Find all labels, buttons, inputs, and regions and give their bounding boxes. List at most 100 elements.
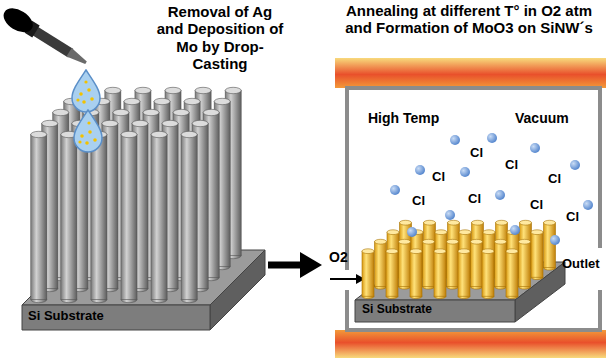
moo3-nanowire [519, 239, 531, 244]
left-si-substrate [22, 305, 210, 330]
moo3-nanowire [399, 239, 411, 244]
oxygen-inlet-arrow [330, 278, 357, 280]
silicon-nanowire [31, 131, 47, 137]
node-text: Outlet [562, 257, 600, 272]
silicon-nanowire [105, 87, 121, 93]
silicon-nanowire [181, 131, 197, 302]
moo3-nanowire [531, 230, 543, 280]
top-heater [335, 58, 606, 88]
moo3-nanowire [362, 251, 374, 296]
moo3-nanowire [375, 239, 387, 244]
droplet [72, 70, 100, 112]
annealing-furnace: Si SubstrateHigh TempVacuumOutlet [322, 58, 606, 358]
step-heading: Annealing at different T° in O2 atm and … [333, 2, 605, 37]
moo3-nanowire [483, 230, 495, 235]
moo3-nanowire [399, 242, 411, 287]
silicon-nanowire [61, 131, 77, 302]
chamber-wall [345, 290, 349, 330]
silicon-nanowire [124, 98, 140, 104]
chlorine-particle [407, 227, 417, 237]
droplet [88, 130, 92, 134]
species-label: Cl [470, 146, 483, 161]
silicon-nanowire [31, 131, 47, 302]
moo3-nanowire [434, 249, 446, 299]
droplet [82, 100, 86, 104]
gas-label: O2 [329, 249, 348, 265]
chlorine-particle [530, 143, 540, 153]
moo3-nanowire-array: Si Substrate [352, 225, 568, 325]
moo3-nanowire [434, 251, 446, 296]
moo3-nanowire [531, 230, 543, 235]
droplet [76, 80, 93, 103]
chlorine-particle [570, 160, 580, 170]
silicon-nanowire [214, 98, 230, 104]
moo3-nanowire [362, 249, 374, 254]
silicon-nanowire [162, 120, 178, 126]
chlorine-particle [583, 200, 593, 210]
pipette [66, 48, 88, 67]
silicon-nanowire [195, 87, 211, 93]
silicon-nanowire [225, 87, 241, 93]
silicon-nanowire [31, 135, 47, 300]
moo3-nanowire [447, 239, 459, 244]
droplet [79, 92, 83, 96]
moo3-nanowire [386, 249, 398, 299]
moo3-nanowire [387, 230, 399, 235]
moo3-nanowire [448, 220, 460, 225]
species-label: Cl [412, 194, 425, 209]
species-label: Cl [505, 158, 518, 173]
moo3-nanowire [482, 251, 494, 296]
moo3-nanowire [471, 239, 483, 289]
silicon-nanowire [181, 135, 197, 300]
droplet [80, 134, 84, 138]
oxygen-inlet-arrow [330, 274, 365, 284]
droplet [85, 141, 89, 145]
chamber-wall [345, 86, 602, 90]
moo3-nanowire [447, 242, 459, 287]
silicon-nanowire [53, 109, 69, 115]
silicon-nanowire [132, 120, 148, 126]
silicon-nanowire [203, 109, 219, 115]
chlorine-particle [495, 190, 505, 200]
moo3-nanowire [423, 239, 435, 244]
silicon-nanowire [173, 109, 189, 115]
species-label: Cl [530, 198, 543, 213]
silicon-nanowire [91, 135, 107, 300]
moo3-nanowire [399, 239, 411, 289]
moo3-nanowire [458, 249, 470, 254]
moo3-nanowire [410, 251, 422, 296]
moo3-nanowire [423, 242, 435, 287]
chamber-wall [345, 328, 602, 332]
silicon-nanowire [121, 135, 137, 300]
moo3-nanowire [531, 232, 543, 277]
moo3-nanowire [472, 220, 484, 225]
silicon-nanowire [113, 109, 129, 115]
chlorine-particle [390, 185, 400, 195]
moo3-nanowire [544, 220, 556, 270]
silicon-nanowire [181, 131, 197, 137]
silicon-nanowire [143, 109, 159, 115]
pipette [32, 27, 73, 58]
chlorine-particle [445, 210, 455, 220]
bottom-heater [335, 330, 606, 358]
species-label: Cl [548, 172, 561, 187]
moo3-nanowire [495, 239, 507, 244]
silicon-nanowire [91, 131, 107, 302]
moo3-nanowire [424, 220, 436, 225]
moo3-nanowire [447, 239, 459, 289]
moo3-nanowire [423, 239, 435, 289]
silicon-nanowire [192, 120, 208, 126]
moo3-nanowire [471, 242, 483, 287]
silicon-nanowire [42, 120, 58, 126]
moo3-nanowire [520, 220, 532, 225]
droplet [87, 121, 90, 124]
moo3-nanowire [495, 242, 507, 287]
chamber-wall [598, 290, 602, 330]
species-label: Cl [468, 192, 481, 207]
right-si-substrate [355, 300, 515, 322]
silicon-nanowire [61, 135, 77, 300]
chlorine-particle [460, 167, 470, 177]
pipette [0, 3, 37, 37]
silicon-nanowire [165, 87, 181, 93]
droplet [93, 138, 97, 142]
